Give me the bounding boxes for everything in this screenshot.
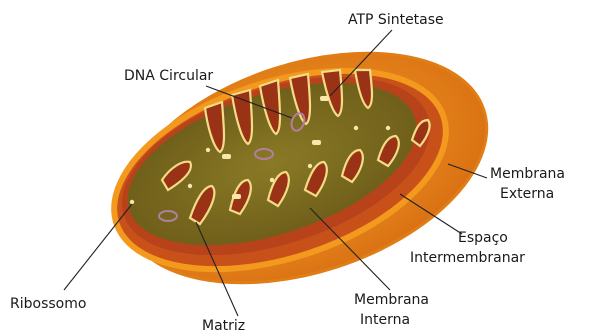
leader-ribosome [64, 204, 132, 290]
label-intermembrane-space-line2: Intermembranar [410, 250, 525, 266]
label-inner-membrane-line1: Membrana [354, 292, 429, 308]
label-outer-membrane-line2: Externa [500, 186, 554, 202]
label-outer-membrane-line1: Membrana [490, 166, 565, 182]
label-intermembrane-space-line1: Espaço [458, 230, 508, 246]
label-matrix: Matriz [202, 318, 245, 334]
mitochondrion-body [89, 11, 516, 325]
label-atp-synthase: ATP Sintetase [348, 12, 444, 28]
label-ribosome: Ribossomo [10, 296, 86, 312]
label-inner-membrane-line2: Interna [360, 312, 410, 328]
label-circular-dna: DNA Circular [124, 68, 213, 84]
